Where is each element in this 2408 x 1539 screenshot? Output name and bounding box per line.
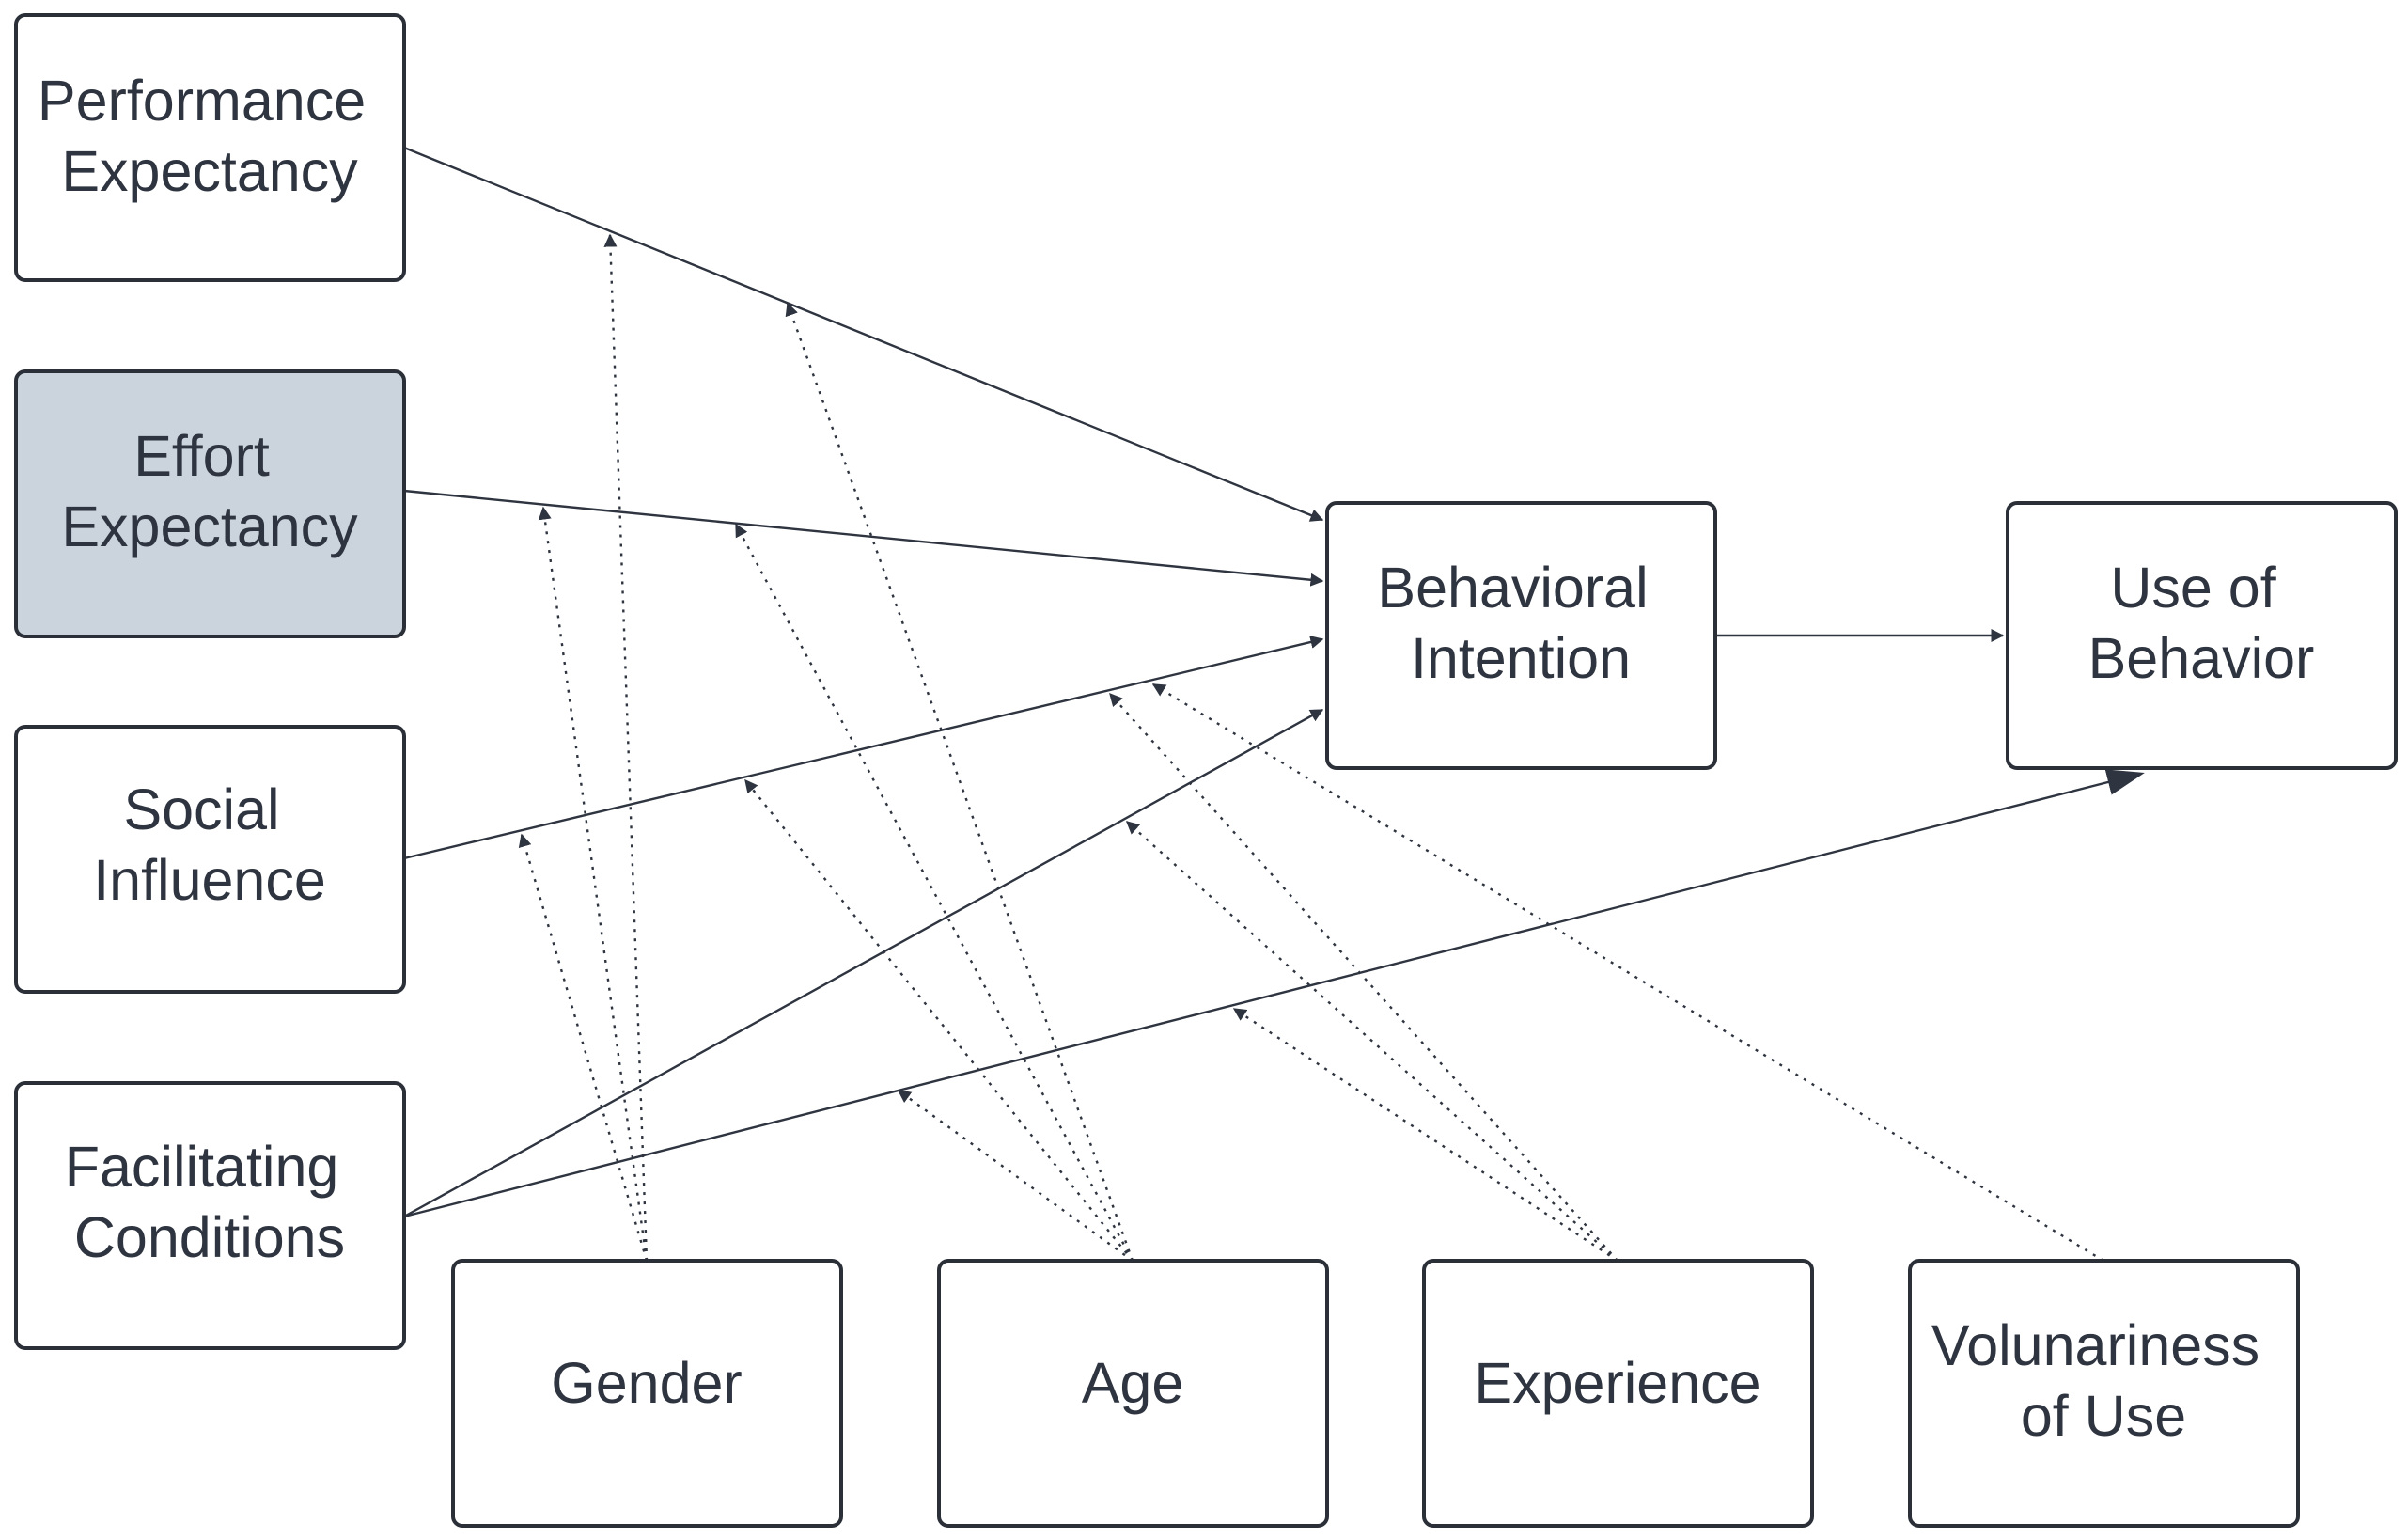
node-facilitating-conditions-box <box>14 1081 406 1350</box>
node-social-influence-label: Social Influence <box>93 777 326 912</box>
node-use-of-behavior-label: Use of Behavior <box>2088 556 2315 690</box>
moderation-age-on-facilitating-conditions-to-use-of-behavior <box>897 1090 1134 1262</box>
edges-layer <box>403 146 2145 1263</box>
node-gender-label: Gender <box>551 1351 742 1415</box>
moderation-age-on-performance-expectancy-to-behavioral-intention <box>785 302 1134 1262</box>
node-age-label: Age <box>1082 1351 1184 1415</box>
node-social-influence-box <box>14 725 406 994</box>
moderation-age-on-effort-expectancy-to-behavioral-intention <box>734 523 1134 1262</box>
node-experience-box <box>1422 1259 1814 1528</box>
node-behavioral-intention-label: Behavioral Intention <box>1377 556 1664 690</box>
node-experience: Experience <box>1422 1259 1814 1528</box>
node-use-of-behavior-box <box>2006 501 2398 770</box>
node-social-influence: Social Influence <box>14 725 406 994</box>
moderation-gender-on-effort-expectancy-to-behavioral-intention <box>538 506 649 1262</box>
moderation-age-on-social-influence-to-behavioral-intention <box>744 778 1134 1262</box>
node-performance-expectancy-label: Performance Expectancy <box>38 69 382 203</box>
node-voluntariness-of-use-label: Volunariness of Use <box>1931 1313 2275 1448</box>
moderation-experience-on-social-influence-to-behavioral-intention <box>1125 821 1618 1262</box>
node-effort-expectancy-box <box>14 369 406 638</box>
node-experience-label: Experience <box>1474 1351 1760 1415</box>
node-gender-box <box>451 1259 843 1528</box>
node-performance-expectancy: Performance Expectancy <box>14 13 406 282</box>
edge-performance-expectancy-to-behavioral-intention <box>403 146 1324 522</box>
node-effort-expectancy: Effort Expectancy <box>14 369 406 638</box>
edge-facilitating-conditions-to-use-of-behavior <box>403 769 2145 1218</box>
node-gender: Gender <box>451 1259 843 1528</box>
moderation-experience-on-effort-expectancy-to-behavioral-intention <box>1109 692 1618 1262</box>
node-voluntariness-of-use: Volunariness of Use <box>1908 1259 2300 1528</box>
node-facilitating-conditions-label: Facilitating Conditions <box>65 1135 355 1269</box>
edge-facilitating-conditions-to-behavioral-intention <box>403 708 1324 1218</box>
node-performance-expectancy-box <box>14 13 406 282</box>
moderation-gender-on-performance-expectancy-to-behavioral-intention <box>603 233 649 1262</box>
node-behavioral-intention: Behavioral Intention <box>1325 501 1717 770</box>
node-voluntariness-of-use-box <box>1908 1259 2300 1528</box>
moderation-voluntariness-of-use-on-social-influence-to-behavioral-intention <box>1151 683 2104 1263</box>
node-effort-expectancy-label: Effort Expectancy <box>61 424 358 558</box>
nodes-layer: Performance Expectancy Effort Expectancy… <box>14 13 2398 1528</box>
moderation-experience-on-facilitating-conditions-to-use-of-behavior <box>1232 1007 1618 1263</box>
edge-social-influence-to-behavioral-intention <box>403 636 1324 860</box>
node-use-of-behavior: Use of Behavior <box>2006 501 2398 770</box>
node-behavioral-intention-box <box>1325 501 1717 770</box>
node-age-box <box>937 1259 1329 1528</box>
node-age: Age <box>937 1259 1329 1528</box>
edge-effort-expectancy-to-behavioral-intention <box>403 489 1324 587</box>
moderation-gender-on-social-influence-to-behavioral-intention <box>518 833 649 1262</box>
node-facilitating-conditions: Facilitating Conditions <box>14 1081 406 1350</box>
